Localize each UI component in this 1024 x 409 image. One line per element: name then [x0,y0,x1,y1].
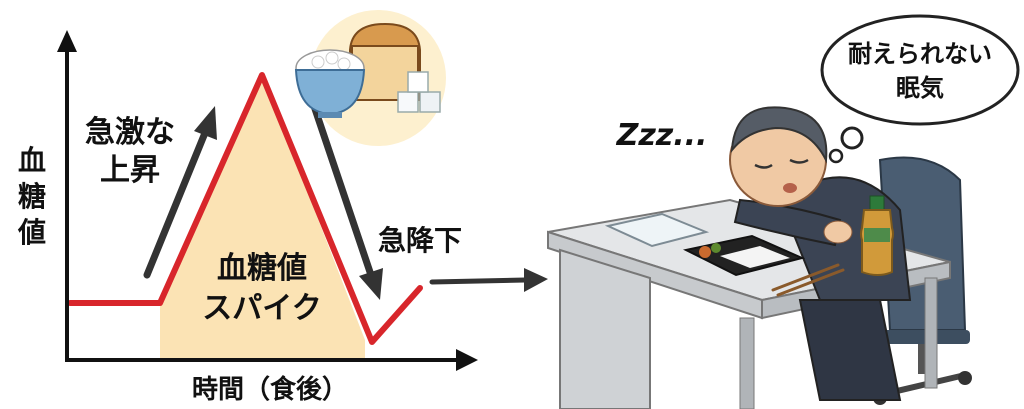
fall-label: 急降下 [378,224,462,257]
fall-arrowhead [359,268,383,300]
chopsticks [771,263,845,297]
office-scene: Zzz... 耐えられない 眠気 [547,14,1020,409]
y-axis-label-3: 値 [17,216,46,249]
thought-bubble: 耐えられない 眠気 [820,14,1020,164]
fall-arrow [308,96,376,282]
empty-tray [604,212,710,248]
y-axis-arrowhead [57,30,77,52]
spike-area [160,75,365,360]
thought-line1: 耐えられない [848,40,992,68]
rise-label-line2: 上昇 [100,153,160,188]
blood-sugar-chart: 血 糖 値 時間（食後） 急激な 上昇 血糖値 スパイク 急降下 [17,30,478,405]
x-axis-label: 時間（食後） [192,374,348,405]
bento-box [682,234,806,277]
tea-bottle [860,195,894,276]
y-axis-label-1: 血 [18,144,46,177]
thought-line2: 眠気 [896,74,944,102]
spike-label-line2: スパイク [202,291,321,326]
snore-text: Zzz... [616,118,708,153]
food-illustration [294,10,446,146]
bread-icon [349,22,421,101]
rise-arrow [143,124,211,279]
y-axis-label-2: 糖 [18,180,46,213]
rise-arrowhead [194,106,217,140]
rice-bowl-icon [294,49,366,118]
spike-label-line1: 血糖値 [217,251,307,286]
x-axis-arrowhead [456,349,478,371]
transition-arrow [429,268,548,292]
rise-label-line1: 急激な [85,115,175,150]
blood-sugar-curve [67,72,423,345]
sugar-cubes-icon [397,71,441,113]
